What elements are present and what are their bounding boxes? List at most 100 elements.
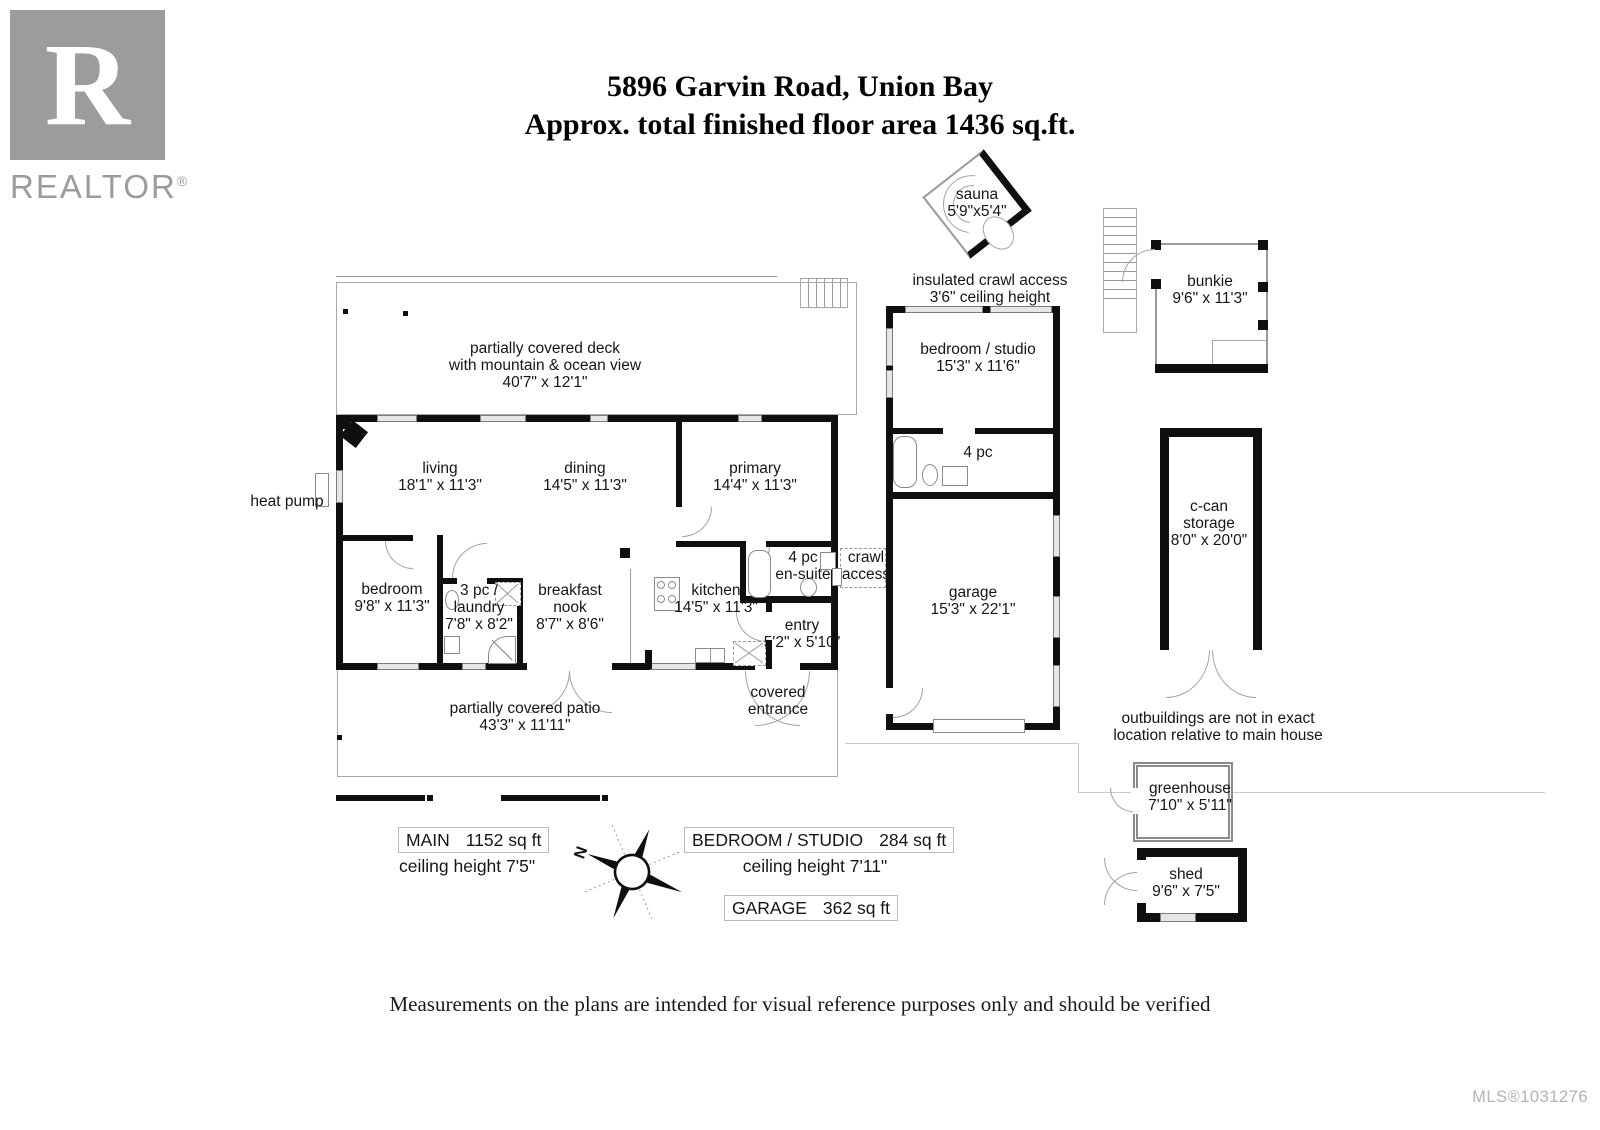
bunkie-post — [1151, 279, 1161, 289]
wall-post — [620, 548, 630, 558]
door-arc — [385, 541, 413, 569]
toilet — [922, 464, 938, 486]
bunkie-post — [1258, 240, 1268, 250]
stair-tread — [816, 278, 817, 308]
counter-edge — [630, 569, 631, 663]
wall-segment — [1238, 848, 1247, 922]
door-opening — [527, 663, 612, 670]
wall-segment — [766, 603, 772, 612]
window — [377, 415, 417, 422]
sink — [444, 636, 460, 654]
patio-post — [501, 795, 507, 801]
wall-segment — [517, 578, 523, 669]
bunkie-wall — [1155, 243, 1268, 245]
wall-segment — [645, 650, 652, 669]
wall-segment — [676, 541, 742, 547]
wall-segment — [1155, 364, 1268, 373]
patio-post — [602, 795, 608, 801]
realtor-logo-word: REALTOR® — [10, 168, 190, 205]
patio-post — [336, 795, 342, 801]
wall-segment — [487, 578, 523, 584]
stair-tread — [1103, 280, 1137, 281]
shower — [488, 636, 516, 664]
wall-segment — [740, 596, 838, 603]
stair-tread — [1103, 262, 1137, 263]
window — [377, 663, 419, 670]
garage-door — [933, 719, 1025, 733]
patio-post — [427, 795, 433, 801]
stair-tread — [808, 278, 809, 308]
wall-segment — [336, 415, 343, 670]
stair-tread — [1103, 235, 1137, 236]
bunkie-wall — [1266, 243, 1268, 371]
wall-segment — [443, 578, 457, 584]
stove-burner — [668, 595, 676, 603]
sink — [820, 552, 836, 570]
washer-x-glyph — [496, 583, 519, 604]
registered-mark: ® — [176, 173, 190, 189]
stove-burner — [657, 595, 665, 603]
window — [905, 306, 983, 313]
walkway-line — [1078, 743, 1079, 792]
washer — [495, 582, 521, 606]
wall-segment — [766, 541, 838, 547]
bunkie-post — [1258, 282, 1268, 292]
bathtub — [893, 436, 917, 488]
four-pc-label: 4 pc — [963, 444, 993, 461]
bunkie-post — [1151, 240, 1161, 250]
sink — [942, 466, 968, 486]
greenhouse-outline — [1133, 762, 1233, 842]
wall-segment — [437, 535, 443, 669]
stair-tread — [832, 278, 833, 308]
entry-closet — [733, 641, 766, 666]
stair-tread — [824, 278, 825, 308]
bathtub — [748, 550, 771, 598]
deck-outline — [336, 282, 857, 415]
page-title-line2: Approx. total finished floor area 1436 s… — [524, 108, 1076, 141]
realtor-logo-r: R — [44, 19, 131, 150]
deck-outer-line — [336, 276, 777, 277]
realtor-logo-icon: R — [10, 10, 165, 160]
window — [650, 663, 696, 670]
window — [1053, 515, 1060, 557]
bedroom-studio-ceiling-note: ceiling height 7'11" — [742, 856, 888, 876]
stair-tread — [1103, 289, 1137, 290]
wall-segment — [1253, 428, 1262, 650]
stove-burner — [657, 581, 665, 589]
disclaimer-text: Measurements on the plans are intended f… — [389, 992, 1211, 1016]
wall-segment — [886, 306, 893, 730]
window — [886, 370, 893, 398]
mls-number: MLS®1031276 — [1472, 1088, 1588, 1106]
stair-tread — [840, 278, 841, 308]
window — [1160, 913, 1196, 922]
patio-outline — [337, 670, 838, 777]
door-arc — [1166, 650, 1210, 698]
bunkie-closet — [1212, 340, 1266, 364]
door-opening — [886, 688, 893, 714]
window — [1053, 596, 1060, 638]
bunkie-wall — [1155, 282, 1157, 371]
stair-tread — [1103, 217, 1137, 218]
crawl-vent — [832, 568, 842, 586]
window — [336, 470, 343, 503]
window — [990, 306, 1052, 313]
window — [590, 415, 608, 422]
page-title-line1: 5896 Garvin Road, Union Bay — [607, 70, 993, 103]
wall-segment — [886, 492, 1060, 499]
